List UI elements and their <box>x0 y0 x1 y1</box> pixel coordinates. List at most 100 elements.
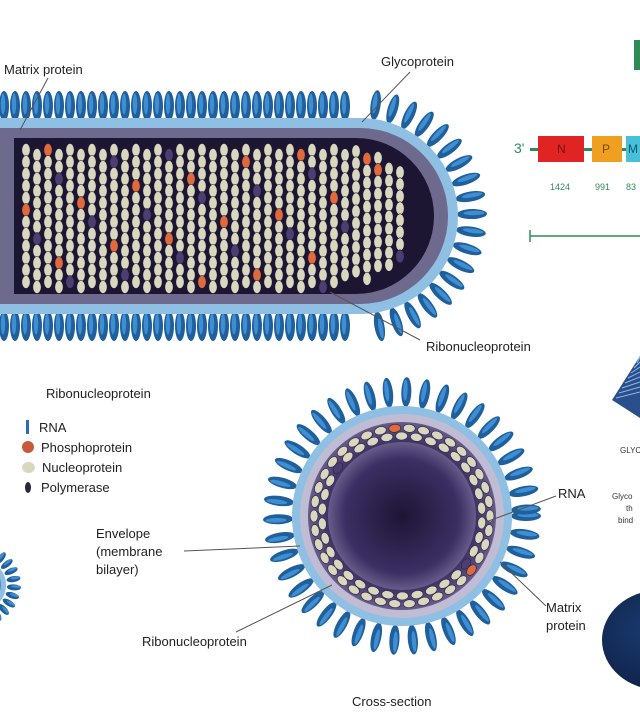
ring-protein <box>424 436 437 446</box>
legend-label: Nucleoprotein <box>42 459 123 475</box>
nucleoprotein <box>274 160 284 174</box>
phosphoprotein <box>54 256 64 270</box>
ring-protein <box>342 451 354 463</box>
nucleoprotein <box>21 167 31 181</box>
nucleoprotein <box>241 167 251 181</box>
nucleoprotein <box>153 203 163 217</box>
nucleoprotein <box>208 256 218 270</box>
ring-protein <box>325 546 336 558</box>
nucleoprotein <box>120 232 130 246</box>
nucleoprotein <box>43 155 53 169</box>
nucleoprotein <box>373 211 383 225</box>
nucleoprotein <box>109 251 119 265</box>
ring-protein <box>474 551 485 564</box>
rna-icon <box>26 420 29 434</box>
nucleoprotein <box>329 167 339 181</box>
nucleoprotein <box>153 263 163 277</box>
ring-protein <box>484 495 494 508</box>
ring-protein <box>366 436 379 447</box>
nucleoprotein <box>318 148 328 162</box>
nucleoprotein <box>373 175 383 189</box>
polymerase <box>109 155 119 169</box>
nucleoprotein <box>395 165 405 180</box>
gene-P-length: 991 <box>595 182 611 192</box>
nucleoprotein <box>384 198 394 212</box>
ring-protein <box>374 426 387 436</box>
legend-label: RNA <box>39 419 67 435</box>
nucleoprotein <box>142 172 152 186</box>
nucleoprotein <box>373 223 383 237</box>
nucleoprotein <box>109 275 119 289</box>
nucleoprotein <box>98 184 108 198</box>
polymerase-icon <box>25 481 31 493</box>
nucleoprotein <box>54 232 64 246</box>
nucleoprotein <box>153 167 163 181</box>
nucleoprotein <box>351 216 361 231</box>
ring-protein <box>360 430 373 441</box>
ring-protein <box>342 570 354 581</box>
nucleoprotein <box>252 172 262 186</box>
nucleoprotein <box>340 148 350 162</box>
gene-M <box>626 136 640 162</box>
nucleoprotein <box>153 251 163 265</box>
nucleoprotein <box>120 160 130 174</box>
nucleoprotein <box>65 263 75 277</box>
nucleoprotein <box>120 184 130 198</box>
nucleoprotein <box>98 268 108 282</box>
nucleoprotein <box>98 160 108 174</box>
nucleoprotein <box>87 155 97 169</box>
legend: RNA Phosphoprotein Nucleoprotein Polymer… <box>22 417 132 497</box>
nucleoprotein <box>329 179 339 193</box>
nucleoprotein <box>274 220 284 234</box>
leader-glycoprotein <box>361 71 411 123</box>
nucleoprotein <box>76 160 86 174</box>
nucleoprotein <box>351 252 361 267</box>
nucleoprotein <box>98 196 108 210</box>
ring-protein <box>477 516 487 530</box>
nucleoprotein <box>362 236 372 250</box>
leader-ribonucleoprotein-right <box>329 291 421 341</box>
nucleoprotein <box>230 196 240 210</box>
nucleoprotein <box>54 280 64 294</box>
nucleoprotein <box>362 272 372 286</box>
nucleoprotein <box>373 187 383 201</box>
nucleoprotein <box>120 196 130 210</box>
nucleoprotein <box>186 256 196 270</box>
nucleoprotein <box>54 244 64 258</box>
nucleoprotein <box>252 280 262 294</box>
nucleoprotein <box>76 280 86 294</box>
ring-protein <box>438 578 451 589</box>
nucleoprotein <box>186 244 196 258</box>
nucleoprotein <box>175 239 185 253</box>
nucleoprotein <box>252 244 262 258</box>
polymerase <box>120 268 130 282</box>
nucleoprotein <box>285 263 295 277</box>
nucleoprotein <box>208 280 218 294</box>
nucleoprotein <box>109 191 119 205</box>
nucleoprotein <box>109 227 119 241</box>
ring-protein <box>402 599 416 609</box>
nucleoprotein <box>384 186 394 200</box>
polymerase <box>285 227 295 241</box>
nucleoprotein <box>384 246 394 260</box>
ring-protein <box>380 433 394 442</box>
nucleoprotein <box>98 280 108 294</box>
nucleoprotein <box>340 172 350 186</box>
nucleoprotein <box>208 232 218 246</box>
nucleoprotein <box>395 225 405 240</box>
nucleoprotein <box>329 251 339 265</box>
nucleoprotein <box>109 203 119 217</box>
nucleoprotein <box>296 208 306 222</box>
nucleoprotein <box>153 227 163 241</box>
nucleoprotein <box>142 256 152 270</box>
nucleoprotein <box>241 239 251 253</box>
nucleoprotein <box>263 239 273 253</box>
nucleoprotein <box>351 168 361 183</box>
gene-P <box>592 136 622 162</box>
nucleoprotein <box>208 184 218 198</box>
nucleoprotein <box>318 172 328 186</box>
phosphoprotein <box>362 152 372 166</box>
nucleoprotein <box>131 215 141 229</box>
nucleoprotein <box>395 213 405 228</box>
